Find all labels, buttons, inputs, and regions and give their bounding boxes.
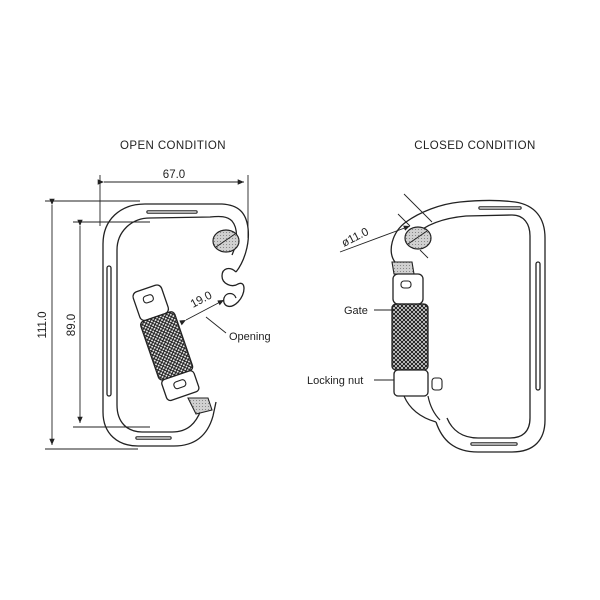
inner-height-dimension <box>73 219 150 428</box>
nose-pin-open <box>212 229 240 253</box>
locking-nut-label: Locking nut <box>307 375 363 387</box>
open-gate <box>132 284 200 402</box>
open-condition-title: OPEN CONDITION <box>120 140 226 152</box>
opening-label: Opening <box>229 331 271 343</box>
closed-condition-title: CLOSED CONDITION <box>414 140 535 152</box>
closed-gate <box>391 261 443 423</box>
gate-label: Gate <box>344 305 368 317</box>
diameter-dimension <box>339 193 433 259</box>
total-height-value: 111.0 <box>37 311 49 338</box>
width-dimension <box>97 175 249 238</box>
inner-height-value: 89.0 <box>66 314 78 336</box>
opening-dimension <box>179 299 227 334</box>
width-value: 67.0 <box>163 169 185 181</box>
nose-pin-closed <box>404 226 432 250</box>
total-height-dimension <box>45 198 140 450</box>
